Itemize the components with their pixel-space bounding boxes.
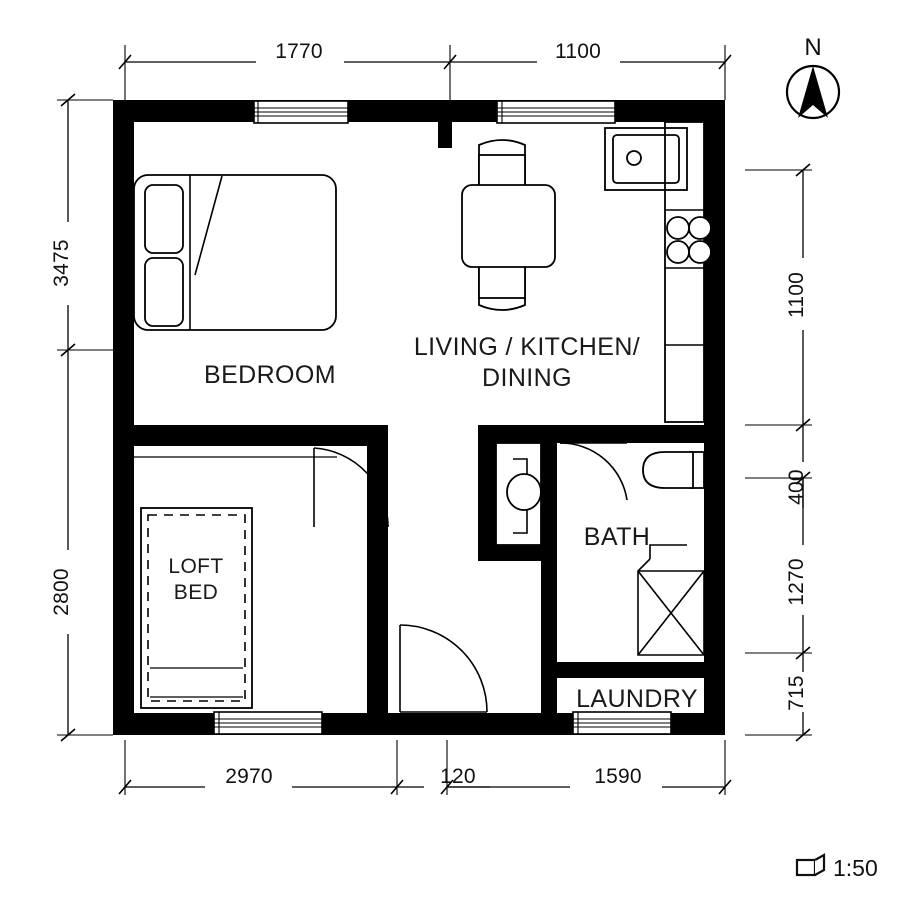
interior-wall-bath-west [478,425,496,560]
cooktop [666,216,712,264]
wall-stub-living-north [438,113,452,148]
dimension-left-2800: 2800 [50,568,73,616]
room-label-bedroom: BEDROOM [204,361,336,389]
wall-notch-bath-ne [612,425,628,443]
dining-set [461,139,556,311]
interior-wall-vanity-east [541,425,557,560]
window-living-north [496,100,616,124]
dimension-left: 3475 2800 [50,93,113,742]
north-label: N [804,34,821,61]
pillow [144,184,184,254]
window-laundry-south [572,711,672,735]
loft-bed-outline [134,456,337,709]
kitchen-sink [604,127,688,191]
windows-group [213,100,672,735]
dimension-right: 1100 400 1270 715 [745,163,812,742]
bed-double [133,174,337,331]
interior-wall-bath-southwest [478,545,557,561]
north-indicator: N [785,34,841,120]
door-bath[interactable] [559,442,628,501]
dimension-top: 1770 1100 [118,40,732,100]
dimension-bottom-1590: 1590 [594,765,642,788]
dimension-right-400: 400 [785,469,808,505]
walls-group [113,100,725,735]
dimension-top-1100: 1100 [555,40,601,63]
room-label-loft-line2: BED [174,581,218,604]
doors-group [313,442,628,713]
interior-wall-laundry-north [541,662,725,678]
dimension-right-715: 715 [785,675,808,711]
kitchen-group [604,121,712,423]
door-loft-room[interactable] [313,447,389,528]
room-label-bath: BATH [584,523,650,551]
room-label-living: LIVING / KITCHEN/ [414,333,640,361]
paper-sheets-icon [795,853,826,877]
dimension-left-3475: 3475 [50,239,73,287]
dining-table [461,184,556,268]
room-label-laundry: LAUNDRY [576,685,698,713]
shower [637,544,705,656]
room-label-dining: DINING [482,364,572,392]
toilet [642,451,705,489]
interior-wall-entry-east [541,545,557,735]
interior-wall-bath-north [478,425,725,443]
dimension-right-1100: 1100 [785,272,808,318]
bath-group [495,442,705,656]
vanity-basin [495,442,542,546]
room-labels: BEDROOM LIVING / KITCHEN/ DINING LOFT BE… [168,333,698,713]
dimension-bottom-120: 120 [440,765,476,788]
north-arrow-icon [785,64,841,120]
interior-wall-bedroom-divider [113,425,388,446]
window-loft-south [213,711,323,735]
kitchen-counter [664,121,705,423]
interior-wall-loft-east [367,425,388,735]
window-bedroom-north [253,100,349,124]
pillow [144,257,184,327]
room-label-loft-line1: LOFT [168,555,223,578]
scale-indicator: 1:50 [795,853,878,881]
dimension-top-1770: 1770 [275,40,323,63]
dimension-bottom-2970: 2970 [225,765,273,788]
dimension-bottom: 2970 120 1590 [118,740,732,795]
door-entry[interactable] [399,624,488,713]
scale-label: 1:50 [833,855,878,881]
dimension-right-1270: 1270 [785,558,808,606]
